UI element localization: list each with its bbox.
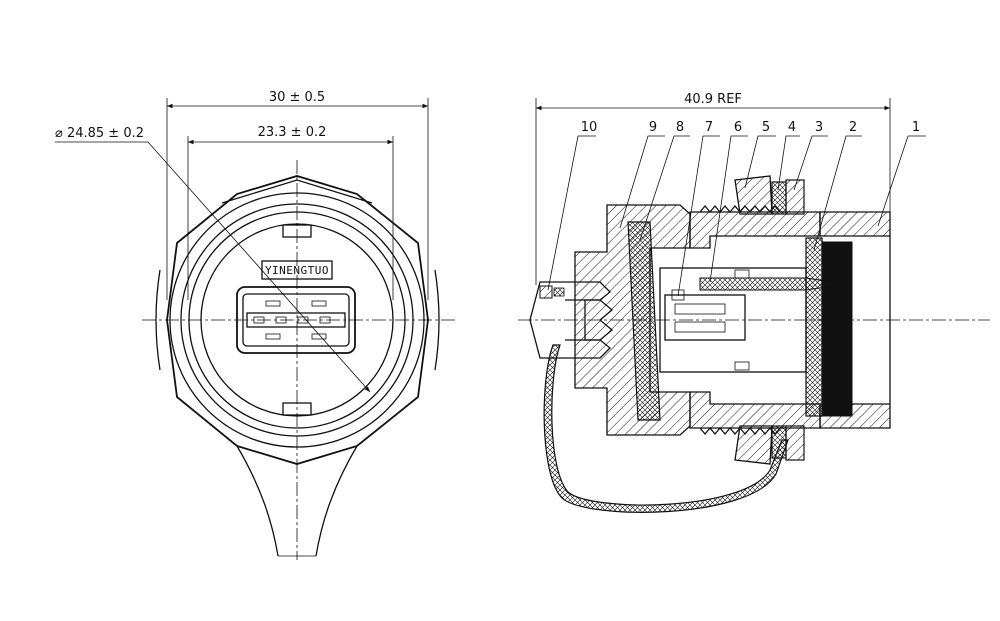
dim-overall-width: 30 ± 0.5 [269,90,325,105]
ring-part-3-upper [785,179,805,215]
callout-10: 10 [581,120,598,135]
right-flange-edge [434,269,440,371]
callout-8: 8 [676,120,684,135]
leader-5 [744,135,776,189]
callout-labels: 10 9 8 7 6 5 4 3 2 1 [581,120,920,135]
front-view: YINENGTUO 30 ± 0.5 23.3 ± 0.2 ⌀ 24.85 ± … [55,90,455,560]
usb-latch-2 [311,300,327,307]
rear-insulator [821,241,853,417]
callout-6: 6 [734,120,742,135]
usb-pin-4 [319,316,331,324]
leader-3 [793,135,828,191]
leader-2 [813,135,862,251]
nut-part-5-lower [734,425,773,465]
clip-lower [734,361,750,371]
usb-pin-2 [275,316,287,324]
usb-shell [664,294,746,341]
leader-6 [709,135,748,283]
face-circle [200,223,394,417]
hex-chamfer-top [221,179,373,204]
usb-contact-lower [674,321,726,333]
side-view: 40.9 REF [518,92,990,513]
usb-contact-upper [674,303,726,315]
leader-7 [677,135,720,297]
callout-leaders [547,135,926,297]
dim-inner-width: 23.3 ± 0.2 [258,125,327,140]
inner-ring-circle [188,211,406,429]
top-key-tab [282,224,312,238]
usb-port-inner [242,293,350,347]
hex-nut-outline [166,175,429,465]
leader-4 [777,135,800,191]
tether-strap [543,344,789,513]
brand-label: YINENGTUO [265,264,329,277]
cap-seal [553,287,565,297]
thread-circle [180,203,414,437]
callout-3: 3 [815,120,823,135]
cap-plug-upper [565,299,614,321]
leader-9 [619,135,665,229]
strap-left-edge [236,445,279,557]
leader-8 [639,135,690,241]
housing-tail-upper [819,211,891,237]
pin-part-6 [699,277,847,291]
bottom-key-tab [282,402,312,416]
left-flange-edge [155,269,161,371]
usb-insert-cavity [659,267,807,373]
callout-4: 4 [788,120,796,135]
usb-port-outer [236,286,356,354]
gasket-part-2 [805,237,823,417]
callout-5: 5 [762,120,770,135]
contact-part-7 [671,289,685,301]
housing-lower-section [689,391,821,429]
usb-pin-1 [253,316,265,324]
gasket-part-8 [627,221,661,421]
outer-body-circle [169,192,425,448]
usb-latch-3 [265,333,281,340]
callout-1: 1 [912,120,920,135]
cap-plug-lower [565,319,614,341]
housing-upper-section [689,211,821,249]
dim-length: 40.9 REF [684,92,742,107]
usb-tongue [246,312,346,328]
ring-part-3-lower [785,425,805,461]
strap-right-edge [315,445,358,557]
callout-2: 2 [849,120,857,135]
leader-10 [547,135,596,291]
callout-9: 9 [649,120,657,135]
callout-7: 7 [705,120,713,135]
usb-latch-1 [265,300,281,307]
clip-upper [734,269,750,279]
leader-1 [877,135,926,227]
dim-leader-diameter [55,141,371,393]
nut-part-5-upper [734,175,773,215]
cap-part-10-tip [539,285,553,299]
washer-part-4-upper [771,181,787,215]
dim-diameter: ⌀ 24.85 ± 0.2 [55,126,144,141]
